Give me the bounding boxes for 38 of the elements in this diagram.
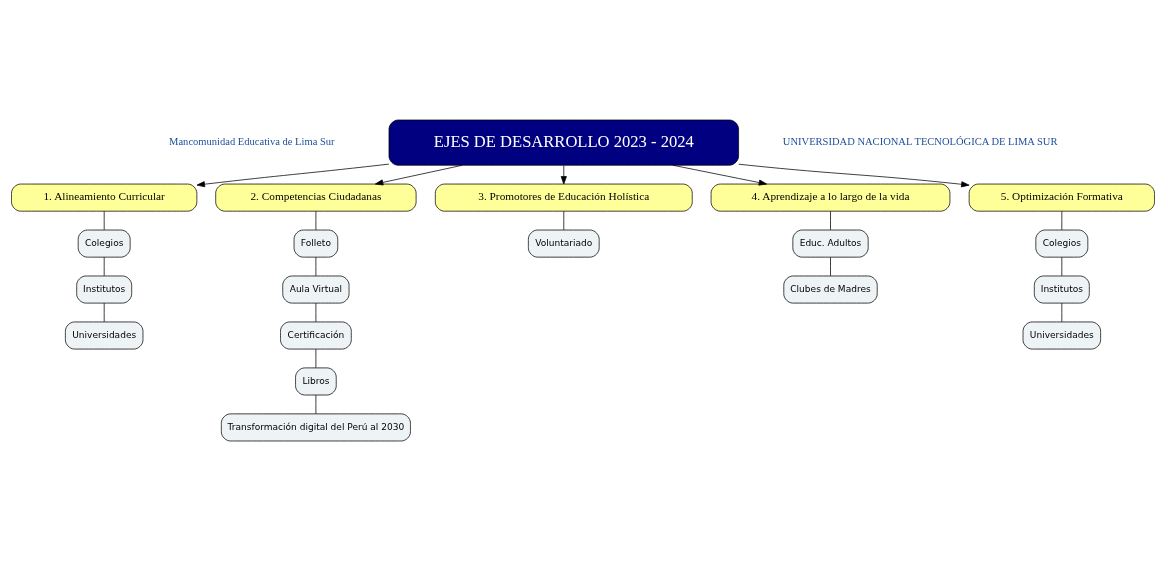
label: UNIVERSIDAD NACIONAL TECNOLÓGICA DE LIMA SUR	[782, 136, 1058, 148]
connector	[103, 210, 105, 231]
arrow	[196, 163, 390, 188]
node-box: 5. Optimización Formativa	[968, 183, 1155, 212]
node-box: Aula Virtual	[282, 275, 350, 304]
node-box: Educ. Adultos	[792, 229, 869, 258]
connector	[830, 210, 831, 231]
node-box: 2. Competencias Ciudadanas	[215, 183, 417, 212]
node-box: Certificación	[280, 321, 352, 350]
arrow	[560, 165, 567, 185]
node-box: Libros	[295, 367, 337, 396]
node-box: 3. Promotores de Educación Holística	[434, 183, 693, 212]
arrow	[738, 163, 970, 188]
connector	[830, 256, 831, 277]
label: Mancomunidad Educativa de Lima Sur	[169, 136, 335, 148]
node-box: EJES DE DESARROLLO 2023 - 2024	[388, 119, 739, 166]
connector	[1061, 256, 1063, 277]
node-box: Clubes de Madres	[783, 275, 878, 304]
node-box: Colegios	[77, 229, 131, 258]
node-box: Universidades	[1022, 321, 1101, 350]
node-box: Folleto	[293, 229, 339, 258]
arrow	[672, 164, 767, 186]
connector	[1061, 210, 1063, 231]
connector	[315, 210, 317, 231]
arrow	[374, 164, 463, 186]
connector	[315, 256, 317, 277]
node-box: Transformación digital del Perú al 2030	[220, 413, 411, 442]
connector	[563, 210, 565, 231]
node-box: Institutos	[1033, 275, 1090, 304]
connector	[103, 256, 105, 277]
node-box: 4. Aprendizaje a lo largo de la vida	[710, 183, 951, 212]
node-box: Universidades	[65, 321, 144, 350]
node-box: Voluntariado	[528, 229, 600, 258]
connector	[103, 302, 105, 323]
connector	[1061, 302, 1063, 323]
node-box: Institutos	[76, 275, 133, 304]
node-box: 1. Alineamiento Curricular	[11, 183, 198, 212]
node-box: Colegios	[1035, 229, 1089, 258]
